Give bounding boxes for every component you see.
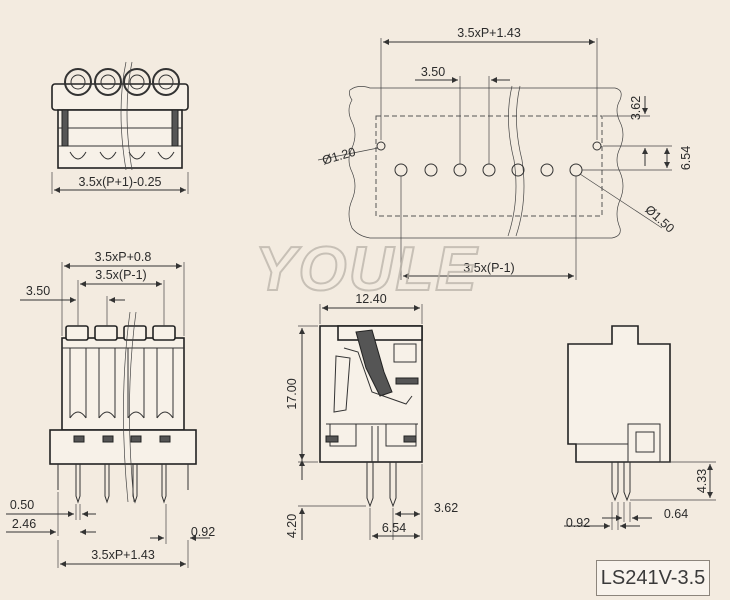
side-height-dim: 17.00 xyxy=(285,378,299,409)
pin-hole xyxy=(482,163,496,177)
front-view: 3.5xP+0.8 3.5x(P-1) 3.50 0.50 2.46 0.92 … xyxy=(6,250,215,568)
wire-entries xyxy=(64,68,180,96)
front-view-body xyxy=(61,337,185,431)
pcb-row-spacing-dim: 6.54 xyxy=(679,146,693,170)
pcb-break-line-2 xyxy=(515,85,525,237)
front-overall-dim: 3.5xP+1.43 xyxy=(91,548,155,562)
side-view-lever xyxy=(355,329,393,397)
front-view-base xyxy=(49,429,197,465)
rear-view: 4.33 0.92 0.64 xyxy=(564,325,716,530)
pcb-break-line-1 xyxy=(507,85,517,237)
pin-hole xyxy=(394,163,408,177)
side-row-spacing-dim: 6.54 xyxy=(382,521,406,535)
pcb-layout-view: 3.5xP+1.43 3.50 3.62 6.54 Ø1.20 Ø1.50 3.… xyxy=(317,26,693,280)
top-view-width-dim: 3.5x(P+1)-0.25 xyxy=(78,175,161,189)
pcb-break-outline xyxy=(348,86,624,239)
top-view-terminals xyxy=(69,151,175,160)
side-pin-length-dim: 4.20 xyxy=(285,514,299,538)
front-first-pin-dim: 2.46 xyxy=(12,517,36,531)
side-pin-offset-dim: 3.62 xyxy=(434,501,458,515)
front-end-dim: 0.92 xyxy=(191,525,215,539)
rear-pin-width-dim: 0.64 xyxy=(664,507,688,521)
top-view: 3.5x(P+1)-0.25 xyxy=(51,61,189,194)
top-view-body xyxy=(57,109,183,169)
side-depth-dim: 12.40 xyxy=(355,292,386,306)
pcb-row-offset-dim: 3.62 xyxy=(629,96,643,120)
watermark: YOULE xyxy=(255,235,479,304)
front-view-pins xyxy=(57,464,189,504)
pcb-mount-hole-dim: Ø1.20 xyxy=(321,145,358,168)
front-pin-width-dim: 0.50 xyxy=(10,498,34,512)
side-view-pins xyxy=(366,462,397,508)
mount-hole-left xyxy=(376,141,386,151)
pcb-span-dim: 3.5x(P-1) xyxy=(463,261,514,275)
side-view: 12.40 17.00 4.20 3.62 6.54 xyxy=(285,292,458,540)
pin-hole xyxy=(511,163,525,177)
rear-pin-length-dim: 4.33 xyxy=(695,469,709,493)
pin-hole xyxy=(540,163,554,177)
front-view-levers xyxy=(69,348,174,419)
pcb-pin-hole-dim: Ø1.50 xyxy=(642,202,677,235)
mount-hole-right xyxy=(592,141,602,151)
rear-pin-offset-dim: 0.92 xyxy=(566,516,590,530)
pin-hole xyxy=(453,163,467,177)
model-number-label: LS241V-3.5 xyxy=(596,560,710,596)
pcb-overall-dim: 3.5xP+1.43 xyxy=(457,26,521,40)
front-pitch-dim: 3.50 xyxy=(26,284,50,298)
front-span-dim: 3.5x(P-1) xyxy=(95,268,146,282)
front-body-dim: 3.5xP+0.8 xyxy=(95,250,152,264)
pcb-pitch-dim: 3.50 xyxy=(421,65,445,79)
rear-view-body xyxy=(567,325,671,463)
pin-hole xyxy=(424,163,438,177)
rear-view-pins xyxy=(611,462,631,502)
